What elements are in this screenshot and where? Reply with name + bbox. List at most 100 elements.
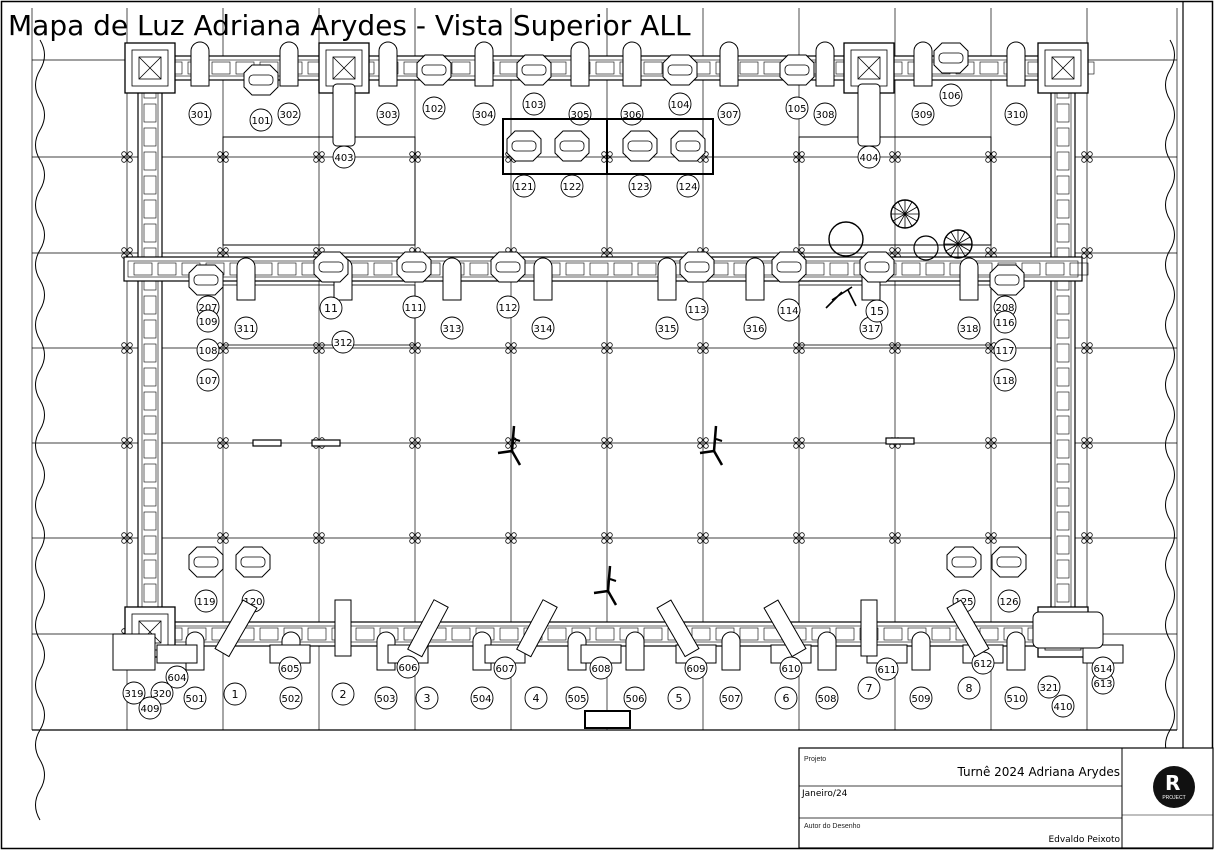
clamp-marker [697, 437, 709, 449]
fixture-label-text: 501 [185, 694, 204, 705]
clamp-ring [511, 342, 517, 348]
clamp-ring [703, 532, 709, 538]
clamp-ring [1087, 253, 1093, 259]
clamp-ring [697, 348, 703, 354]
fixture-label-text: 303 [378, 110, 397, 121]
clamp-ring [607, 151, 613, 157]
drum-kit [825, 199, 973, 309]
moving-spot-fixture [657, 257, 677, 301]
fixture-label: 312 [331, 330, 355, 354]
fixture-label: 123 [628, 174, 652, 198]
fixture-label: 510 [1004, 686, 1028, 710]
fixture-label-text: 104 [670, 100, 689, 111]
clamp-marker [121, 247, 133, 259]
wash-fixture [946, 546, 982, 578]
truss-cell [835, 627, 855, 641]
truss-cell [565, 262, 585, 276]
fixture-label-text: 506 [625, 694, 644, 705]
truss-cell [157, 262, 177, 276]
fixture-label-circle [332, 145, 356, 169]
wash-body [946, 546, 982, 578]
fixture-label: 318 [957, 316, 981, 340]
clamp-ring [121, 443, 127, 449]
fixture-label-text: 1 [232, 688, 239, 701]
wash-body [506, 130, 542, 162]
wash-body [991, 546, 1027, 578]
wash-body [622, 130, 658, 162]
fixture-label-text: 116 [995, 318, 1014, 329]
truss-cell [451, 627, 471, 641]
clamp-marker [313, 151, 325, 163]
strobe-body [946, 599, 990, 658]
spot-body [959, 257, 979, 301]
wash-body [396, 251, 432, 283]
fixture-label-circle [684, 656, 708, 680]
strobe-fixture [860, 599, 878, 657]
spot-body [279, 41, 299, 87]
floor-led-bar [252, 439, 282, 447]
clamp-marker [313, 532, 325, 544]
fixture-label-text: 504 [472, 694, 491, 705]
fixture-label: 105 [785, 96, 809, 120]
truss-cell [143, 103, 157, 123]
truss-cell [355, 627, 375, 641]
corner-diag [1051, 56, 1075, 80]
clamp-ring [793, 532, 799, 538]
fixture-label: 502 [279, 686, 303, 710]
clamp-ring [313, 532, 319, 538]
fan-arm [510, 425, 516, 452]
moving-spot-fixture [817, 631, 837, 671]
fixture-label-text: 502 [281, 694, 300, 705]
fixture-label: 503 [374, 686, 398, 710]
right-curtain [1165, 39, 1175, 761]
wash-fixture [235, 546, 271, 578]
fixture-label: 119 [194, 589, 218, 613]
fixture-label-circle [957, 316, 981, 340]
truss-cell [1056, 223, 1070, 243]
strobe-body [214, 599, 258, 658]
clamp-ring [889, 247, 895, 253]
truss-cell [1056, 439, 1070, 459]
clamp-marker [1081, 151, 1093, 163]
fan-arm [712, 450, 724, 466]
fixture-label: 610 [779, 656, 803, 680]
fixture-label-text: 321 [1039, 683, 1058, 694]
fixture-label-text: 105 [787, 104, 806, 115]
title-block-frame [798, 747, 1214, 849]
fixture-label: 305 [568, 102, 592, 126]
truss-downstage [129, 621, 1095, 647]
clamp-ring [1087, 348, 1093, 354]
wash-lens [318, 261, 344, 273]
clamp-marker [505, 342, 517, 354]
fixture-label-circle [249, 108, 273, 132]
truss-cell [1056, 127, 1070, 147]
clamp-ring [127, 342, 133, 348]
fixture-label-circle [223, 682, 247, 706]
wash-fixture [416, 54, 452, 86]
spot-body [817, 631, 837, 671]
clamp-ring [121, 538, 127, 544]
fixture-label-text: 315 [657, 324, 676, 335]
fixture-label: 2 [331, 682, 355, 706]
fixture-label: 308 [813, 102, 837, 126]
cymbal-spoke [945, 236, 971, 252]
fixture-label: 608 [589, 656, 613, 680]
fixture-label: 507 [719, 686, 743, 710]
fixture-label: 111 [402, 295, 426, 319]
clamp-marker [601, 342, 613, 354]
wash-lens [684, 261, 710, 273]
fixture-label-text: 604 [167, 673, 186, 684]
project-value: Turnê 2024 Adriana Arydes [957, 765, 1121, 779]
truss-cell [143, 391, 157, 411]
title-block-outline [798, 747, 1214, 849]
clamp-marker [217, 532, 229, 544]
fixture-label: 506 [623, 686, 647, 710]
clamp-ring [889, 532, 895, 538]
fixture-label-text: 122 [562, 182, 581, 193]
fixture-label-text: 319 [124, 689, 143, 700]
clamp-marker [793, 437, 805, 449]
clamp-ring [1087, 247, 1093, 253]
clamp-ring [607, 348, 613, 354]
fixture-label-text: 8 [966, 682, 973, 695]
